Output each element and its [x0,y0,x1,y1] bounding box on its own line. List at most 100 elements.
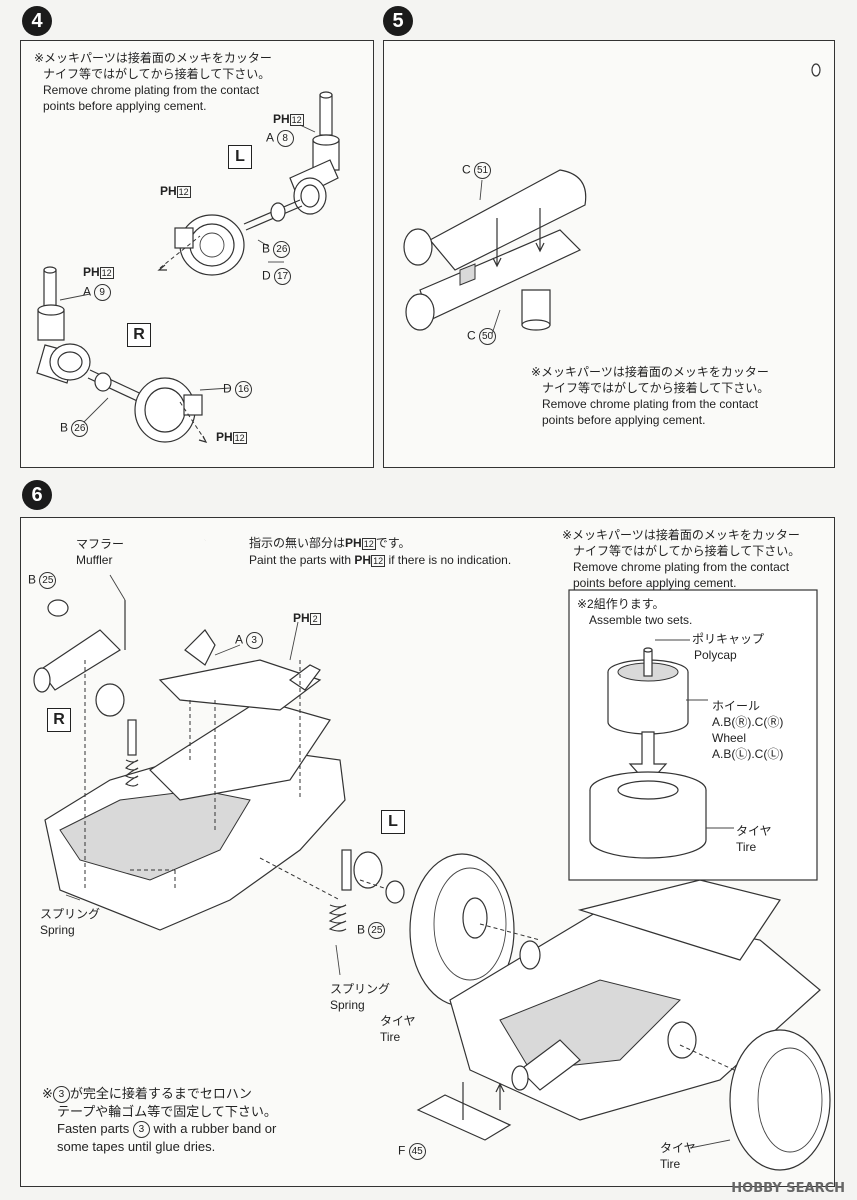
step4-note-en-1: Remove chrome plating from the contact [43,83,260,97]
ph-code: PH [345,536,362,550]
ph-number: 12 [176,186,191,198]
ph-code: PH [83,265,100,279]
part-letter: F [398,1143,406,1158]
part-letter: B [262,241,271,256]
s4-part-b26-bottom: B 26 [60,420,89,437]
step4-left-assembly [157,91,340,276]
tire-label-left: タイヤ Tire [380,1013,416,1045]
step4-note: ※メッキパーツは接着面のメッキをカッター ナイフ等ではがしてから接着して下さい。… [34,50,272,114]
s4-part-a8: A 8 [266,130,294,147]
step6-tire-rear [729,1029,831,1171]
tape-note-en-1b: with a rubber band or [153,1121,277,1137]
step-4-number: 4 [22,6,52,36]
two-sets-jp: ※2組作ります。 [577,597,665,611]
part-number: 25 [368,922,386,939]
step6-tire-front [409,853,541,1007]
part-letter: C [462,162,471,177]
paint-note-en-tail: if there is no indication. [388,553,512,567]
ph-code: PH [216,430,233,444]
tape-note-jp-1b: が完全に接着するまでセロハン [69,1086,252,1101]
ph-number: 12 [232,432,247,444]
part-letter: B [357,922,366,937]
side-right-badge: R [127,323,151,347]
step5-note-jp-2: ナイフ等ではがしてから接着して下さい。 [542,381,770,395]
spring-label-left: スプリング Spring [40,906,100,938]
part-number: 26 [273,241,291,258]
ph-number: 12 [371,555,386,567]
step6-note-jp-2: ナイフ等ではがしてから接着して下さい。 [573,544,801,558]
spring-en: Spring [40,923,75,937]
s4-part-d16: D 16 [223,381,253,398]
step6-note-jp-1: ※メッキパーツは接着面のメッキをカッター [562,528,800,542]
inset-tire-label: タイヤ Tire [736,823,772,855]
step6-right-badge: R [47,708,71,732]
tire-label-right: タイヤ Tire [660,1140,696,1172]
side-left-badge: L [228,145,252,169]
tire-en: Tire [380,1030,401,1044]
part-number: 3 [245,632,263,649]
part-number: 17 [274,268,292,285]
polycap-label: ポリキャップ Polycap [692,631,764,663]
step6-left-suspension [328,849,405,932]
s6-part-f45: F 45 [398,1143,426,1160]
spring-label-right: スプリング Spring [330,981,390,1013]
ph-number: 12 [99,267,114,279]
polycap-jp: ポリキャップ [692,632,765,646]
paint-note-jp: 指示の無い部分は [249,536,346,550]
spring-en: Spring [330,998,365,1012]
s4-part-a9: A 9 [83,284,111,301]
tape-note-en-2: some tapes until glue dries. [57,1139,216,1155]
polycap-en: Polycap [694,648,737,662]
wheel-jp-parts: A.B(Ⓡ).C(Ⓡ) [712,715,784,729]
step4-note-jp-2: ナイフ等ではがしてから接着して下さい。 [43,67,271,81]
part-letter: D [223,381,232,396]
step6-left-badge: L [381,810,405,834]
step5-note-jp-1: ※メッキパーツは接着面のメッキをカッター [531,365,769,379]
step-6-number: 6 [22,480,52,510]
part-number: 25 [39,572,57,589]
part-number: 50 [479,328,497,345]
s4-part-d17: D 17 [262,268,292,285]
s6-part-b25-top: B 25 [28,572,57,589]
tire-jp: タイヤ [660,1141,696,1155]
muffler-jp: マフラー [76,537,125,551]
ph-number: 12 [361,538,376,550]
s6-part-a3: A 3 [235,632,263,649]
tire-en: Tire [660,1157,681,1171]
part-number: 16 [235,381,253,398]
step4-right-assembly [36,266,231,443]
part-letter: A [266,130,274,145]
part-letter: D [262,268,271,283]
muffler-en: Muffler [76,553,113,567]
part-number: 3 [52,1086,70,1104]
part-number: 26 [71,420,89,437]
part-number: 9 [93,284,111,301]
ph-code: PH [160,184,177,198]
step6-note-en-1: Remove chrome plating from the contact [573,560,790,574]
part-number: 45 [408,1143,426,1160]
ph-code: PH [273,112,290,126]
wheel-jp: ホイール [712,699,761,713]
step6-note-en-2: points before applying cement. [573,576,737,590]
muffler-label: マフラー Muffler [76,536,124,568]
tire-jp: タイヤ [380,1014,416,1028]
step6-part-f [416,1082,512,1141]
wheel-en: Wheel [712,731,747,745]
step4-note-jp-1: ※メッキパーツは接着面のメッキをカッター [34,51,272,65]
part-number: 51 [474,162,492,179]
ph-number: 12 [289,114,304,126]
s6-part-b25-right: B 25 [357,922,386,939]
step5-note-en-1: Remove chrome plating from the contact [542,397,759,411]
ph-code: PH [354,553,372,567]
wheel-label: ホイール A.B(Ⓡ).C(Ⓡ) Wheel A.B(Ⓛ).C(Ⓛ) [712,698,783,762]
part-letter: A [83,284,91,299]
s5-part-c50: C 50 [467,328,497,345]
tape-note-jp-2: テープや輪ゴム等で固定して下さい。 [57,1104,277,1120]
part-letter: B [60,420,69,435]
s5-part-c51: C 51 [462,162,492,179]
